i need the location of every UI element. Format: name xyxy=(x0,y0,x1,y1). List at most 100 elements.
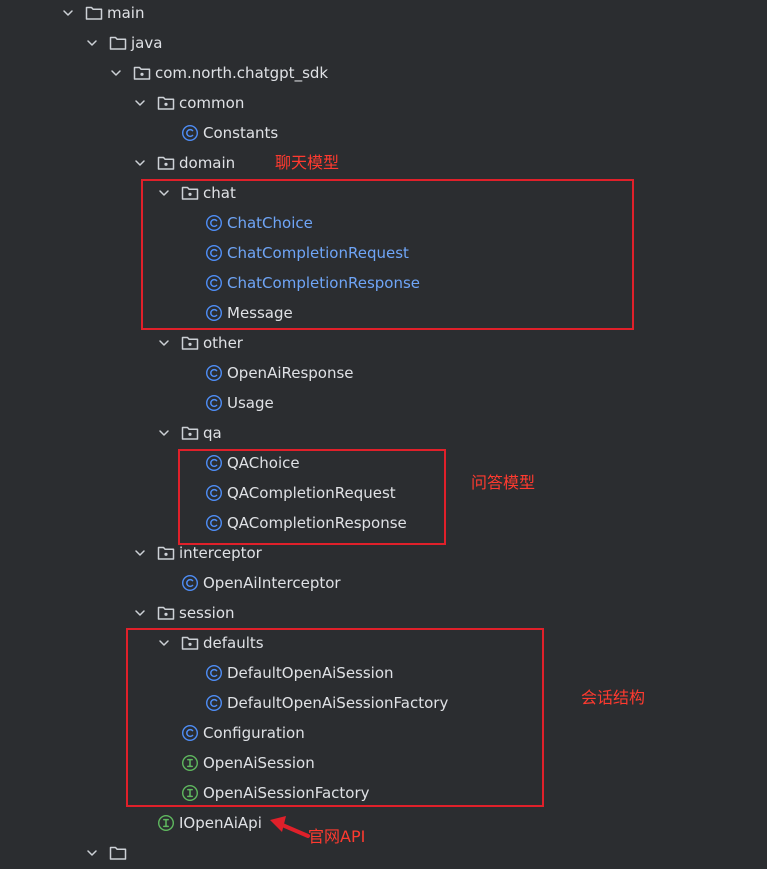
chevron-down-icon[interactable] xyxy=(158,427,170,439)
tree-item-label: ChatCompletionResponse xyxy=(227,274,421,292)
tree-item-label: common xyxy=(179,94,245,112)
tree-item-label: OpenAiResponse xyxy=(227,364,354,382)
tree-item-label: main xyxy=(107,4,145,22)
tree-item-qacompletionresponse[interactable]: QACompletionResponse xyxy=(0,509,767,539)
tree-item-openaiinterceptor[interactable]: OpenAiInterceptor xyxy=(0,569,767,599)
package-icon xyxy=(181,634,199,652)
tree-item-label: ChatChoice xyxy=(227,214,313,232)
tree-item-configuration[interactable]: Configuration xyxy=(0,719,767,749)
chevron-down-icon[interactable] xyxy=(134,97,146,109)
tree-item-message[interactable]: Message xyxy=(0,299,767,329)
package-icon xyxy=(157,604,175,622)
tree-item-label: other xyxy=(203,334,243,352)
interface-icon xyxy=(181,784,199,802)
package-icon xyxy=(181,424,199,442)
tree-item-java[interactable]: java xyxy=(0,29,767,59)
official-api-annotation: 官网API xyxy=(308,827,366,846)
chevron-down-icon[interactable] xyxy=(86,37,98,49)
tree-item-defaultopenaisessionfactory[interactable]: DefaultOpenAiSessionFactory xyxy=(0,689,767,719)
tree-item-openaisession[interactable]: OpenAiSession xyxy=(0,749,767,779)
class-icon xyxy=(205,364,223,382)
class-icon xyxy=(205,214,223,232)
chevron-down-icon[interactable] xyxy=(134,547,146,559)
tree-item-label: QAChoice xyxy=(227,454,300,472)
qa-model-annotation: 问答模型 xyxy=(471,473,536,492)
interface-icon xyxy=(157,814,175,832)
tree-item-chatcompletionrequest[interactable]: ChatCompletionRequest xyxy=(0,239,767,269)
chevron-down-icon[interactable] xyxy=(158,337,170,349)
package-icon xyxy=(181,184,199,202)
tree-item-label: IOpenAiApi xyxy=(179,814,262,832)
folder-icon xyxy=(109,34,127,52)
tree-item-label: Constants xyxy=(203,124,279,142)
chevron-down-icon[interactable] xyxy=(158,187,170,199)
chevron-down-icon[interactable] xyxy=(62,7,74,19)
tree-item-next[interactable] xyxy=(0,839,767,869)
chevron-down-icon[interactable] xyxy=(158,637,170,649)
tree-item-pkg-domain[interactable]: domain xyxy=(0,149,767,179)
tree-item-label: OpenAiSession xyxy=(203,754,315,772)
tree-item-openairesponse[interactable]: OpenAiResponse xyxy=(0,359,767,389)
tree-item-label: DefaultOpenAiSession xyxy=(227,664,394,682)
class-icon xyxy=(205,274,223,292)
tree-item-label: domain xyxy=(179,154,236,172)
tree-item-qacompletionrequest[interactable]: QACompletionRequest xyxy=(0,479,767,509)
package-icon xyxy=(157,544,175,562)
tree-item-usage[interactable]: Usage xyxy=(0,389,767,419)
tree-item-defaultopenaisession[interactable]: DefaultOpenAiSession xyxy=(0,659,767,689)
chevron-down-icon[interactable] xyxy=(86,847,98,859)
tree-item-label: OpenAiSessionFactory xyxy=(203,784,370,802)
class-icon xyxy=(205,304,223,322)
tree-item-label: com.north.chatgpt_sdk xyxy=(155,64,329,82)
tree-item-pkg-chat[interactable]: chat xyxy=(0,179,767,209)
tree-item-label: Configuration xyxy=(203,724,305,742)
tree-item-label: QACompletionResponse xyxy=(227,514,407,532)
tree-item-label: QACompletionRequest xyxy=(227,484,396,502)
package-icon xyxy=(157,154,175,172)
tree-item-chatcompletionresponse[interactable]: ChatCompletionResponse xyxy=(0,269,767,299)
tree-item-pkg-root[interactable]: com.north.chatgpt_sdk xyxy=(0,59,767,89)
tree-item-pkg-defaults[interactable]: defaults xyxy=(0,629,767,659)
class-icon xyxy=(181,724,199,742)
tree-item-constants[interactable]: Constants xyxy=(0,119,767,149)
tree-item-pkg-common[interactable]: common xyxy=(0,89,767,119)
tree-item-label: java xyxy=(131,34,163,52)
tree-item-qachoice[interactable]: QAChoice xyxy=(0,449,767,479)
chevron-down-icon[interactable] xyxy=(110,67,122,79)
chevron-down-icon[interactable] xyxy=(134,157,146,169)
tree-item-label: qa xyxy=(203,424,222,442)
tree-item-chatchoice[interactable]: ChatChoice xyxy=(0,209,767,239)
tree-item-pkg-qa[interactable]: qa xyxy=(0,419,767,449)
tree-item-label: defaults xyxy=(203,634,264,652)
tree-item-label: DefaultOpenAiSessionFactory xyxy=(227,694,449,712)
tree-item-openaisessionfactory[interactable]: OpenAiSessionFactory xyxy=(0,779,767,809)
class-icon xyxy=(205,394,223,412)
chevron-down-icon[interactable] xyxy=(134,607,146,619)
tree-item-iopenaiapi[interactable]: IOpenAiApi xyxy=(0,809,767,839)
class-icon xyxy=(205,244,223,262)
package-icon xyxy=(181,334,199,352)
class-icon xyxy=(181,574,199,592)
class-icon xyxy=(205,514,223,532)
class-icon xyxy=(181,124,199,142)
tree-item-label: Message xyxy=(227,304,293,322)
tree-item-main[interactable]: main xyxy=(0,0,767,29)
tree-item-label: Usage xyxy=(227,394,274,412)
tree-item-label: OpenAiInterceptor xyxy=(203,574,341,592)
class-icon xyxy=(205,454,223,472)
tree-item-label: interceptor xyxy=(179,544,262,562)
tree-item-pkg-interceptor[interactable]: interceptor xyxy=(0,539,767,569)
package-icon xyxy=(133,64,151,82)
class-icon xyxy=(205,694,223,712)
class-icon xyxy=(205,664,223,682)
session-structure-annotation: 会话结构 xyxy=(581,688,646,707)
tree-item-label: chat xyxy=(203,184,236,202)
chat-model-annotation: 聊天模型 xyxy=(275,153,340,172)
tree-item-label: session xyxy=(179,604,235,622)
tree-item-pkg-other[interactable]: other xyxy=(0,329,767,359)
arrow-icon xyxy=(270,816,310,838)
class-icon xyxy=(205,484,223,502)
tree-item-pkg-session[interactable]: session xyxy=(0,599,767,629)
folder-icon xyxy=(109,844,127,862)
